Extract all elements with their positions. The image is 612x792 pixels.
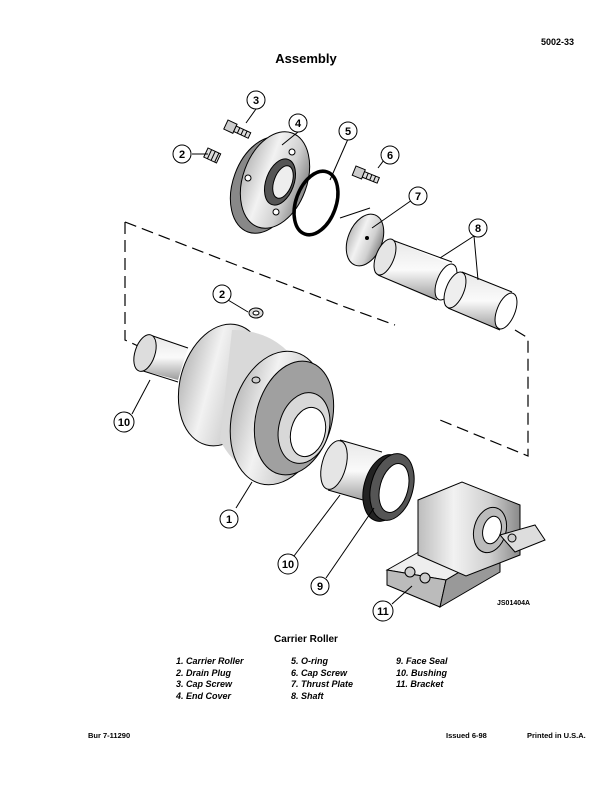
legend-item: 2. Drain Plug <box>176 667 232 678</box>
callout-9: 9 <box>310 576 330 596</box>
svg-text:10: 10 <box>282 559 294 571</box>
svg-text:2: 2 <box>219 289 225 301</box>
bracket <box>385 481 546 609</box>
callout-2-mid: 2 <box>212 284 232 304</box>
footer-printed: Printed in U.S.A. <box>527 731 586 740</box>
callout-11: 11 <box>372 600 394 622</box>
thrust-plate-bracket-line <box>339 207 371 219</box>
legend-column-2: 5. O-ring 6. Cap Screw 7. Thrust Plate 8… <box>291 656 353 702</box>
assembly-axis-top <box>124 221 396 326</box>
svg-text:5: 5 <box>345 126 351 138</box>
footer-document-number: Bur 7-11290 <box>88 731 131 740</box>
shaft <box>373 238 518 331</box>
assembly-axis-right <box>439 329 529 457</box>
svg-text:4: 4 <box>295 118 302 130</box>
figure-caption: Carrier Roller <box>274 634 338 645</box>
page-title: Assembly <box>275 51 337 66</box>
drain-plug-mid <box>248 307 264 319</box>
carrier-roller <box>177 323 335 486</box>
end-cover <box>229 131 311 234</box>
svg-text:3: 3 <box>253 95 259 107</box>
o-ring <box>292 169 340 237</box>
cap-screw-3 <box>223 119 252 139</box>
legend-item: 10. Bushing <box>396 667 448 678</box>
footer-issued: Issued 6-98 <box>446 731 487 740</box>
legend-item: 4. End Cover <box>176 690 232 701</box>
legend-item: 1. Carrier Roller <box>176 656 244 666</box>
legend-item: 5. O-ring <box>291 656 329 666</box>
callout-4: 4 <box>288 113 308 133</box>
legend-item: 6. Cap Screw <box>291 667 348 678</box>
callout-3: 3 <box>246 90 266 110</box>
svg-text:2: 2 <box>179 149 185 161</box>
callout-10-right: 10 <box>277 553 299 575</box>
svg-text:7: 7 <box>415 191 421 203</box>
legend-item: 8. Shaft <box>291 690 324 701</box>
callout-7: 7 <box>408 186 428 206</box>
callout-5: 5 <box>338 121 358 141</box>
assembly-axis-left <box>124 222 139 347</box>
callout-2-top: 2 <box>172 144 192 164</box>
legend-item: 11. Bracket <box>396 679 444 689</box>
page-number: 5002-33 <box>540 37 574 47</box>
legend-item: 9. Face Seal <box>396 656 448 666</box>
figure-code: JS01404A <box>497 600 531 607</box>
bushing-left <box>133 334 189 383</box>
svg-text:10: 10 <box>118 417 130 429</box>
legend-item: 7. Thrust Plate <box>291 679 354 689</box>
svg-text:6: 6 <box>387 150 393 162</box>
callout-10-left: 10 <box>113 411 135 433</box>
legend-item: 3. Cap Screw <box>176 679 233 689</box>
drain-plug-top <box>203 147 222 164</box>
svg-text:1: 1 <box>226 514 232 526</box>
svg-text:8: 8 <box>475 223 481 235</box>
callout-6: 6 <box>380 145 400 165</box>
callout-markers: 3 4 2 5 6 7 8 2 10 1 10 9 11 <box>113 90 488 622</box>
svg-text:11: 11 <box>377 606 389 618</box>
cap-screw-6 <box>351 165 381 184</box>
legend-column-1: 1. Carrier Roller 2. Drain Plug 3. Cap S… <box>176 656 244 702</box>
face-seal <box>362 453 415 522</box>
callout-8: 8 <box>468 218 488 238</box>
callout-1: 1 <box>219 509 239 529</box>
svg-text:9: 9 <box>317 581 323 593</box>
legend-column-3: 9. Face Seal 10. Bushing 11. Bracket <box>396 656 448 691</box>
